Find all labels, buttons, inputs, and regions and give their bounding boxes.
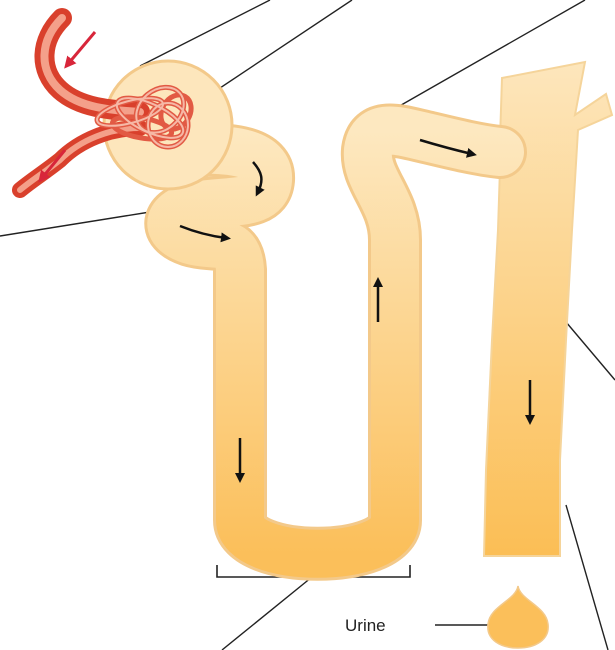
urine-droplet (488, 586, 548, 648)
leader-line-bowman-capsule (140, 0, 270, 66)
urine-label: Urine (345, 616, 386, 635)
leader-line-proximal-tubule (0, 212, 150, 236)
leader-line-loop-of-henle (222, 577, 312, 650)
blood-in-arrow (68, 32, 95, 64)
renal-tubule (171, 131, 500, 554)
leader-line-collecting-duct-upper (566, 322, 615, 380)
leader-line-collecting-duct-lower (566, 505, 608, 650)
